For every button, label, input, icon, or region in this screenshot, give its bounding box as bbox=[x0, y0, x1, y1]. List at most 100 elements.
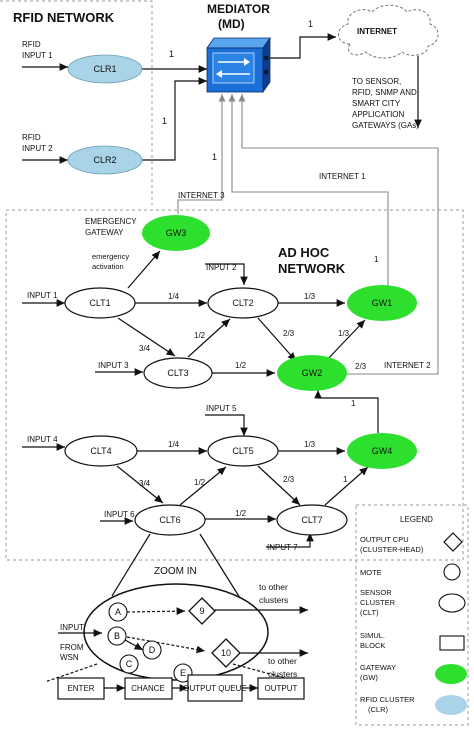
mote-label: B bbox=[114, 631, 120, 641]
zoom-title: ZOOM IN bbox=[154, 566, 197, 577]
legend-label: MOTE bbox=[360, 568, 382, 577]
mote-a: A bbox=[108, 602, 128, 622]
gateway-gw2: GW2 bbox=[277, 355, 347, 391]
legend-item-gateway: GATEWAY (GW) bbox=[360, 663, 467, 684]
weight-label: 1/2 bbox=[194, 478, 206, 487]
legend-label: OUTPUT CPU bbox=[360, 535, 409, 544]
pipeline-chance-block: CHANCE bbox=[124, 677, 173, 700]
legend-label: GATEWAY bbox=[360, 663, 396, 672]
weight-label: 3/4 bbox=[139, 344, 151, 353]
cluster-clt1: CLT1 bbox=[64, 287, 136, 319]
weight-label: 1/2 bbox=[235, 509, 247, 518]
cluster-label: CLT1 bbox=[89, 298, 110, 308]
pipeline-output-queue-block: OUTPUT QUEUE bbox=[183, 674, 247, 702]
weight-label: 3/4 bbox=[139, 479, 151, 488]
mediator-title: MEDIATOR bbox=[207, 2, 270, 16]
edge-gw4-gw2 bbox=[314, 390, 379, 433]
gateway-label: GW1 bbox=[372, 298, 393, 308]
weight-label: 1 bbox=[162, 116, 167, 126]
weight-label: 1/2 bbox=[194, 331, 206, 340]
edge-clt3-clt2 bbox=[187, 318, 231, 358]
input-label: INPUT 1 bbox=[27, 291, 58, 300]
clr-label: CLR1 bbox=[93, 64, 116, 74]
internet-desc-line: SMART CITY bbox=[352, 99, 401, 108]
input-label: INPUT 2 bbox=[206, 263, 237, 272]
cluster-clt7: CLT7 bbox=[276, 504, 348, 536]
edge-clt2-gw2 bbox=[257, 317, 297, 362]
weight-label: 1 bbox=[374, 255, 379, 264]
to-other-clusters-label: to other clusters to other clusters bbox=[259, 582, 297, 679]
mote-b: B bbox=[107, 626, 127, 646]
pipeline-label: CHANCE bbox=[131, 684, 165, 693]
weight-label: 1/4 bbox=[168, 292, 180, 301]
rfid-input-label: INPUT 1 bbox=[22, 51, 53, 60]
legend-title: LEGEND bbox=[400, 515, 433, 524]
rfid-network-border bbox=[0, 0, 153, 205]
legend-item-simul-block: SIMUL. BLOCK bbox=[360, 631, 465, 651]
cluster-label: CLT7 bbox=[301, 515, 322, 525]
legend-label: (CLUSTER-HEAD) bbox=[360, 545, 424, 554]
edge-clr2-mediator bbox=[142, 77, 207, 161]
to-other-line: to other bbox=[268, 656, 297, 666]
gateway-gw1: GW1 bbox=[347, 285, 417, 321]
zoom-connector bbox=[199, 533, 241, 599]
gateway-gw3: GW3 bbox=[142, 215, 210, 251]
rfid-network-title: RFID NETWORK bbox=[13, 10, 115, 25]
edge-gw2-gw1 bbox=[324, 319, 366, 363]
legend-label: SIMUL. bbox=[360, 631, 385, 640]
pipeline-connector bbox=[44, 663, 98, 683]
cluster-clt5: CLT5 bbox=[207, 435, 279, 467]
internet-description: TO SENSOR, RFID, SNMP AND SMART CITY APP… bbox=[352, 77, 419, 130]
input-label: INPUT 4 bbox=[27, 435, 58, 444]
emergency-gateway-label: GATEWAY bbox=[85, 228, 124, 237]
to-other-line: to other bbox=[259, 582, 288, 592]
internet-link-labels: INTERNET 1 INTERNET 2 INTERNET 3 bbox=[178, 172, 431, 370]
adhoc-title: AD HOC bbox=[278, 245, 330, 260]
emergency-activation-label: emergency bbox=[92, 252, 129, 261]
weight-label: 1/3 bbox=[338, 329, 350, 338]
weight-label: 2/3 bbox=[283, 475, 295, 484]
internet-label: INTERNET bbox=[357, 27, 397, 36]
edge-clt5-clt7 bbox=[257, 465, 301, 506]
network-edges bbox=[22, 33, 439, 692]
input-labels: INPUT 1 INPUT 2 INPUT 3 INPUT 4 INPUT 5 … bbox=[27, 263, 298, 552]
output-cpu-9: 9 bbox=[188, 597, 216, 625]
adhoc-subtitle: NETWORK bbox=[278, 261, 346, 276]
emergency-activation-label: activation bbox=[92, 262, 124, 271]
internet-desc-line: TO SENSOR, bbox=[352, 77, 401, 86]
input-label: INPUT 5 bbox=[206, 404, 237, 413]
edge-clt7-gw4 bbox=[324, 466, 369, 506]
legend-item-output-cpu: OUTPUT CPU (CLUSTER-HEAD) bbox=[360, 532, 463, 554]
gateway-gw4: GW4 bbox=[347, 433, 417, 469]
input-label: INPUT 3 bbox=[98, 361, 129, 370]
internet-link-label: INTERNET 3 bbox=[178, 191, 225, 200]
cluster-label: CLT6 bbox=[159, 515, 180, 525]
weight-label: 2/3 bbox=[283, 329, 295, 338]
clr-label: CLR2 bbox=[93, 155, 116, 165]
rfid-input-label: RFID bbox=[22, 40, 41, 49]
cluster-clt2: CLT2 bbox=[207, 287, 279, 319]
mote-label: C bbox=[126, 659, 133, 669]
internet-cloud bbox=[338, 4, 439, 59]
mediator-icon bbox=[206, 36, 271, 94]
edge-gw1-internet-1 bbox=[228, 94, 389, 288]
weight-label: 1 bbox=[343, 475, 348, 484]
zoom-cluster-outline bbox=[83, 583, 269, 681]
cluster-label: CLT4 bbox=[90, 446, 111, 456]
rfid-cluster-clr1: CLR1 bbox=[67, 54, 143, 84]
weight-label: 1/2 bbox=[235, 361, 247, 370]
cluster-label: CLT5 bbox=[232, 446, 253, 456]
edge-clt1-clt3 bbox=[117, 317, 176, 357]
edge-input-2 bbox=[205, 263, 248, 285]
edge-gw3-internet-3 bbox=[177, 94, 226, 214]
pipeline-label: ENTER bbox=[67, 684, 94, 693]
pipeline-output-block: OUTPUT bbox=[257, 677, 305, 700]
edge-clt1-gw3 bbox=[127, 250, 161, 289]
zoom-input-line: WSN bbox=[60, 653, 79, 662]
output-cpu-10: 10 bbox=[211, 638, 241, 668]
weight-labels: 1 1 1 1 1 1/4 3/4 1/2 1/3 2/3 1/3 1/2 2/… bbox=[139, 19, 379, 518]
legend-label: CLUSTER bbox=[360, 598, 396, 607]
legend-item-sensor-cluster: SENSOR CLUSTER (CLT) bbox=[360, 588, 466, 617]
